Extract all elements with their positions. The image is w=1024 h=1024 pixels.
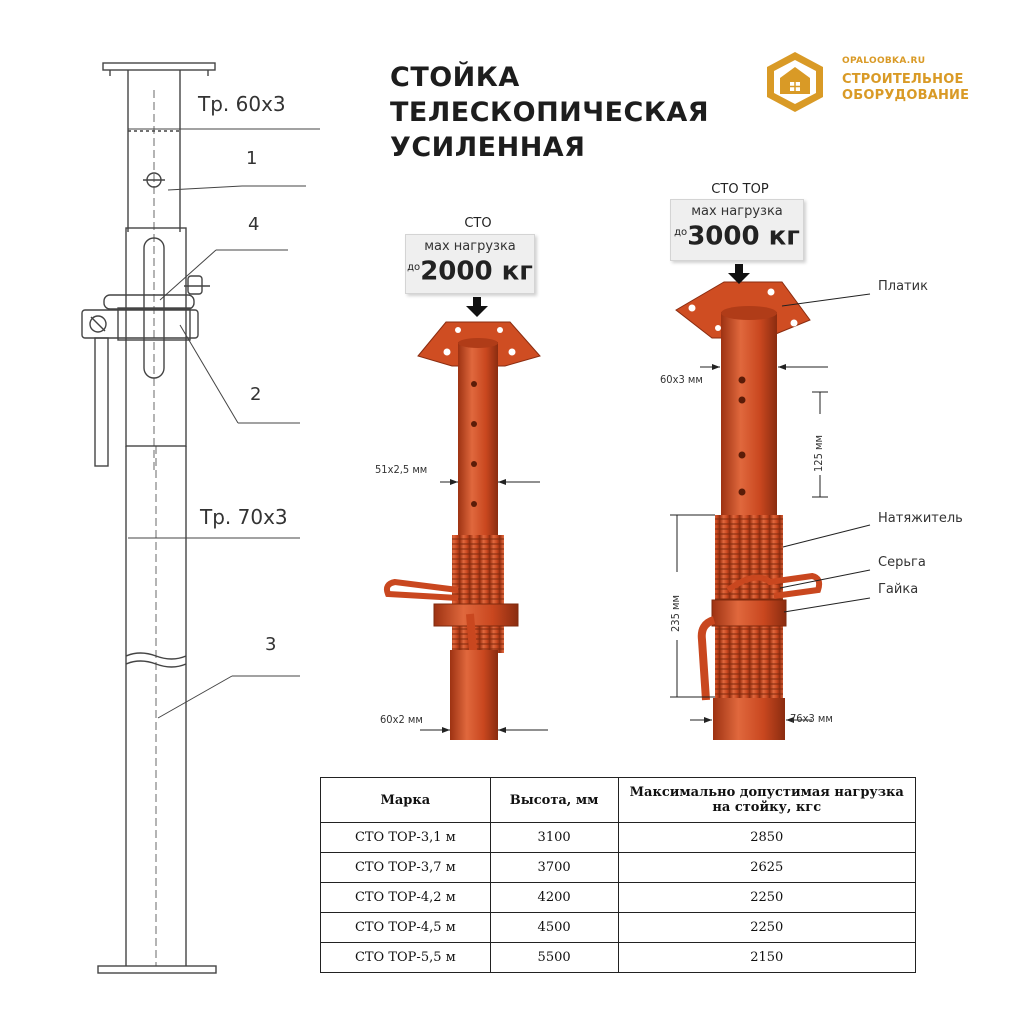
table-row: СТО ТОР-4,5 м 4500 2250 [320,912,916,943]
logo-line-2: ОБОРУДОВАНИЕ [842,88,970,103]
sto-top-load-box: мах нагрузка до3000 кг [670,199,804,261]
sto-load-label: мах нагрузка [424,239,516,254]
header-mark: Марка [320,777,491,823]
callout-earring: Серьга [878,555,926,570]
cell-load: 2250 [617,882,916,913]
sto-load-box: мах нагрузка до2000 кг [405,234,535,294]
page-title-line-3: УСИЛЕННАЯ [390,132,586,163]
cell-load: 2250 [617,912,916,943]
sto-load-prefix: до [407,262,421,273]
table-header-row: Марка Высота, мм Максимально допустимая … [320,777,916,823]
sto-top-dim-upper: 60х3 мм [660,373,703,386]
callout-plate: Платик [878,279,928,294]
cell-height: 4500 [489,912,619,943]
technical-drawing [81,62,320,974]
sto-top-title: СТО ТОР [711,182,769,197]
logo-site: OPALOOBKA.RU [842,56,926,66]
cell-mark: СТО ТОР-3,1 м [320,822,491,853]
sto-top-dim-thread: 235 мм [669,595,682,632]
cell-height: 3700 [489,852,619,883]
cell-mark: СТО ТОР-4,2 м [320,882,491,913]
sto-dim-upper: 51х2,5 мм [375,463,428,476]
sto-top-load-value: 3000 кг [687,221,800,252]
spec-table: Марка Высота, мм Максимально допустимая … [320,777,916,973]
sto-title: СТО [464,216,492,231]
sto-top-prop [675,281,823,740]
table-row: СТО ТОР-4,2 м 4200 2250 [320,882,916,913]
part-number-2: 2 [250,384,262,405]
pipe-upper-label: Тр. 60х3 [198,92,286,116]
cell-height: 4200 [489,882,619,913]
sto-dim-lower: 60х2 мм [380,713,423,726]
sto-top-load-prefix: до [674,227,688,238]
page-title-line-2: ТЕЛЕСКОПИЧЕСКАЯ [390,97,710,128]
table-row: СТО ТОР-3,1 м 3100 2850 [320,822,916,853]
page-title-line-1: СТОЙКА [390,62,520,93]
cell-height: 5500 [489,942,619,973]
pipe-lower-label: Тр. 70х3 [200,505,288,529]
logo-line-1: СТРОИТЕЛЬНОЕ [842,72,964,87]
callout-tensioner: Натяжитель [878,511,963,526]
cell-mark: СТО ТОР-4,5 м [320,912,491,943]
sto-top-dim-hole-spacing: 125 мм [812,435,825,472]
table-row: СТО ТОР-3,7 м 3700 2625 [320,852,916,883]
part-number-4: 4 [248,214,260,235]
sto-top-load-label: мах нагрузка [691,204,783,219]
cell-load: 2625 [617,852,916,883]
sto-load-value: 2000 кг [420,256,533,287]
part-number-3: 3 [265,634,277,655]
callout-nut: Гайка [878,582,919,597]
cell-load: 2150 [617,942,916,973]
table-row: СТО ТОР-5,5 м 5500 2150 [320,942,916,973]
header-max-load: Максимально допустимая нагрузка на стойк… [617,777,916,823]
cell-height: 3100 [489,822,619,853]
cell-load: 2850 [617,822,916,853]
sto-top-dim-lower: 76х3 мм [790,712,833,725]
cell-mark: СТО ТОР-3,7 м [320,852,491,883]
sto-prop [383,321,541,740]
header-height: Высота, мм [489,777,619,823]
house-logo-icon [767,52,823,112]
part-number-1: 1 [246,148,258,169]
cell-mark: СТО ТОР-5,5 м [320,942,491,973]
